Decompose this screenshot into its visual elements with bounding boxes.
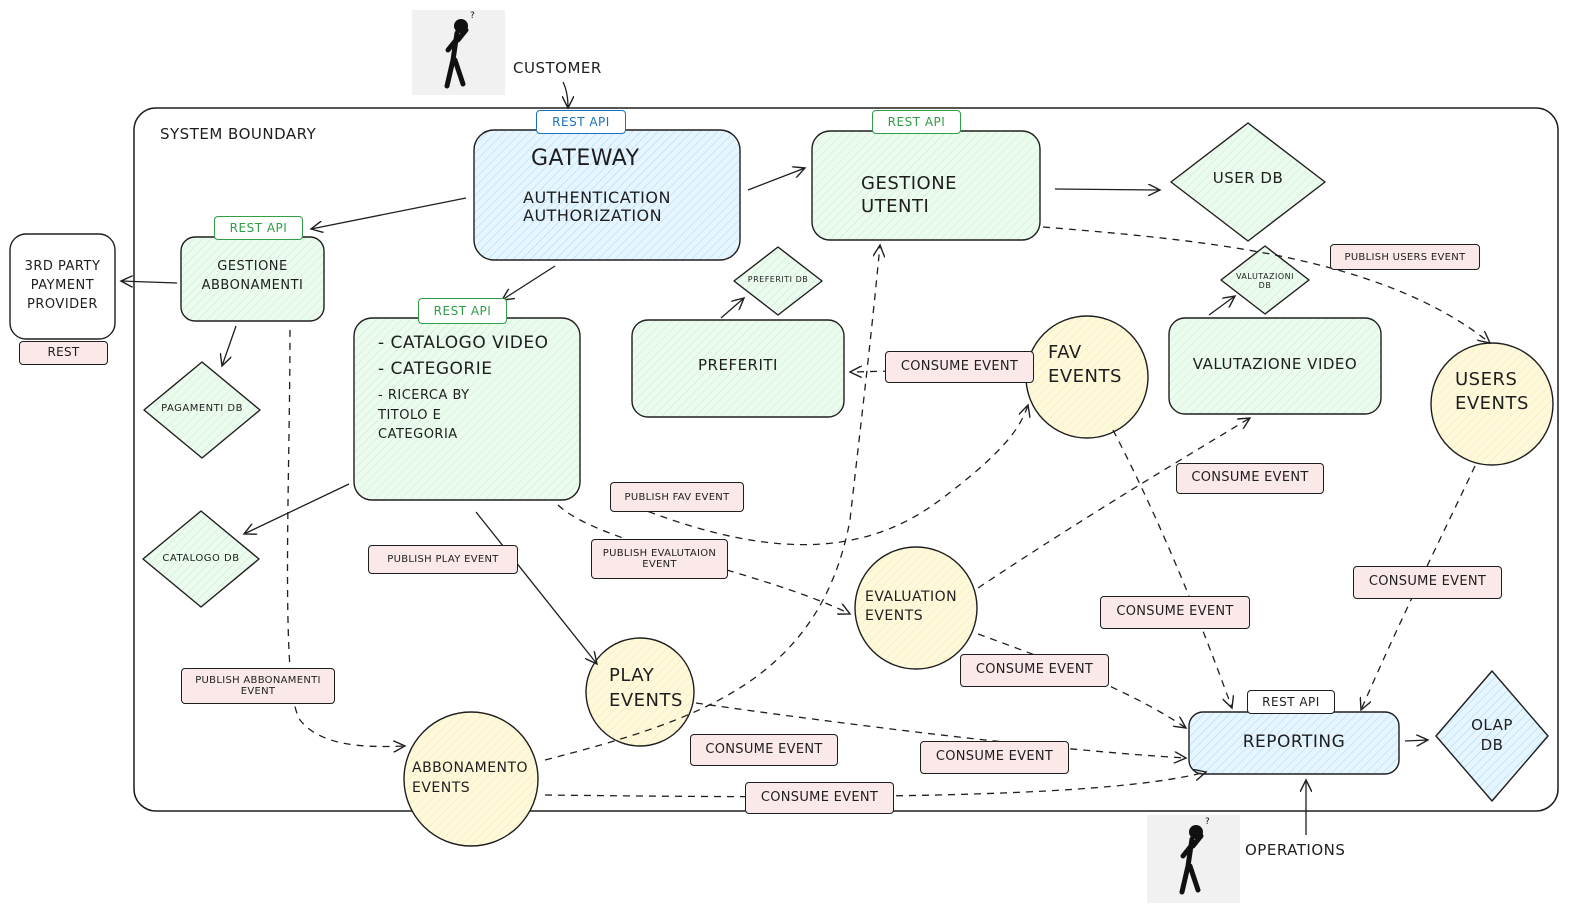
- publish-play-event-tag: PUBLISH PLAY EVENT: [368, 545, 518, 574]
- olap-db-diamond: [1435, 670, 1549, 802]
- catalogo-db-diamond: [142, 510, 260, 608]
- publish-abbonamenti-event-tag: PUBLISH ABBONAMENTI EVENT: [181, 668, 335, 704]
- arrow-gateway-catalogo: [502, 265, 556, 300]
- system-boundary-label: SYSTEM BOUNDARY: [160, 125, 317, 143]
- gateway-rest-api-tag[interactable]: REST API: [536, 110, 626, 134]
- valutazioni-db-label: VALUTAZIONI DB: [1235, 272, 1295, 291]
- third-party-title: 3RD PARTY PAYMENT PROVIDER: [24, 259, 101, 312]
- arrow-abbevents-reporting: [544, 772, 1206, 798]
- consume-event-fav-tag: CONSUME EVENT: [1100, 596, 1250, 629]
- reporting-title: REPORTING: [1242, 732, 1346, 752]
- arrow-customer-gateway: [563, 81, 568, 108]
- operations-actor-icon: ?: [1147, 815, 1240, 903]
- publish-evalutaion-event-tag: PUBLISH EVALUTAION EVENT: [591, 539, 728, 579]
- catalogo-rest-api-tag[interactable]: REST API: [418, 298, 507, 324]
- abbonamento-events-label: ABBONAMENTO EVENTS: [412, 760, 529, 796]
- utenti-rest-api-tag[interactable]: REST API: [872, 110, 961, 134]
- customer-actor-icon: ?: [412, 10, 505, 95]
- consume-event-evaluation-tag: CONSUME EVENT: [960, 654, 1109, 687]
- arrow-gateway-abbonamenti: [311, 197, 467, 229]
- consume-event-preferiti-tag: CONSUME EVENT: [885, 351, 1034, 383]
- customer-label: CUSTOMER: [513, 59, 602, 77]
- consume-event-abbonamento-tag: CONSUME EVENT: [745, 782, 894, 814]
- play-events-label: PLAY EVENTS: [609, 665, 683, 712]
- valutazione-video-title: VALUTAZIONE VIDEO: [1192, 355, 1358, 373]
- arrow-usersevents-reporting: [1361, 465, 1476, 710]
- user-db-diamond: [1170, 122, 1326, 242]
- preferiti-title: PREFERITI: [698, 356, 778, 374]
- consume-event-users-tag: CONSUME EVENT: [1353, 566, 1502, 599]
- gestione-utenti-title: GESTIONE UTENTI: [861, 173, 958, 218]
- abbonamento-events-circle: [403, 711, 539, 847]
- gateway-subtitle: AUTHENTICATION AUTHORIZATION: [523, 188, 671, 226]
- catalogo-line-categorie: - CATEGORIE: [378, 359, 493, 379]
- preferiti-box: [631, 319, 845, 418]
- catalogo-db-label: CATALOGO DB: [162, 553, 240, 564]
- abbonamenti-rest-api-tag[interactable]: REST API: [214, 216, 303, 240]
- catalogo-line-video: - CATALOGO VIDEO: [378, 333, 549, 353]
- operations-label: OPERATIONS: [1245, 841, 1346, 859]
- pagamenti-db-diamond: [143, 361, 261, 459]
- consume-event-valutazione-tag: CONSUME EVENT: [1176, 463, 1324, 494]
- gateway-title: GATEWAY: [531, 146, 640, 171]
- preferiti-db-label: PREFERITI DB: [747, 275, 809, 284]
- arrow-play-reporting: [695, 702, 1186, 758]
- catalogo-line-ricerca: - RICERCA BY TITOLO E CATEGORIA: [378, 388, 470, 442]
- valutazioni-db-diamond: [1220, 245, 1310, 315]
- users-events-circle: [1430, 342, 1554, 466]
- arrow-catalogo-catalogodb: [244, 483, 350, 534]
- arrow-fav-reporting: [1112, 429, 1232, 708]
- publish-fav-event-tag: PUBLISH FAV EVENT: [610, 482, 744, 512]
- arrow-utenti-userdb: [1054, 189, 1160, 190]
- third-party-rest-tag: REST: [19, 341, 108, 365]
- user-db-label: USER DB: [1212, 169, 1284, 187]
- consume-event-play-tag: CONSUME EVENT: [690, 734, 838, 766]
- valutazione-video-box: [1168, 317, 1382, 415]
- arrow-gateway-utenti: [747, 168, 805, 191]
- arrow-reporting-olap: [1404, 740, 1428, 741]
- arrow-valutazione-valdb: [1208, 296, 1235, 316]
- users-events-label: USERS EVENTS: [1455, 369, 1529, 415]
- play-events-circle: [585, 637, 695, 747]
- fav-events-label: FAV EVENTS: [1048, 342, 1122, 388]
- arrow-catalogo-evaluation: [557, 504, 850, 614]
- gestione-abbonamenti-title: GESTIONE ABBONAMENTI: [201, 259, 304, 293]
- publish-users-event-tag: PUBLISH USERS EVENT: [1330, 244, 1480, 270]
- olap-db-label: OLAP DB: [1471, 716, 1513, 754]
- arrow-utenti-usersevents: [1042, 226, 1490, 343]
- preferiti-db-diamond: [733, 246, 823, 316]
- evaluation-events-circle: [854, 546, 978, 670]
- svg-text:?: ?: [470, 11, 475, 21]
- consume-event-play-reporting-tag: CONSUME EVENT: [920, 741, 1069, 774]
- arrow-abbonamenti-provider: [121, 281, 178, 283]
- arrow-catalogo-play: [475, 511, 597, 664]
- third-party-box: [9, 233, 116, 340]
- arrow-catalogo-fav: [611, 405, 1028, 546]
- pagamenti-db-label: PAGAMENTI DB: [161, 403, 243, 414]
- svg-text:?: ?: [1205, 817, 1210, 827]
- arrow-abbevents-utenti: [544, 245, 880, 761]
- reporting-rest-api-tag[interactable]: REST API: [1247, 690, 1335, 714]
- arrow-abbonamenti-pagamentidb: [222, 325, 237, 366]
- arrow-preferiti-prefdb: [720, 298, 744, 319]
- arrow-abbonamenti-abbevents: [286, 329, 406, 747]
- arrow-evaluation-valutazione: [977, 418, 1250, 589]
- evaluation-events-label: EVALUATION EVENTS: [865, 589, 958, 624]
